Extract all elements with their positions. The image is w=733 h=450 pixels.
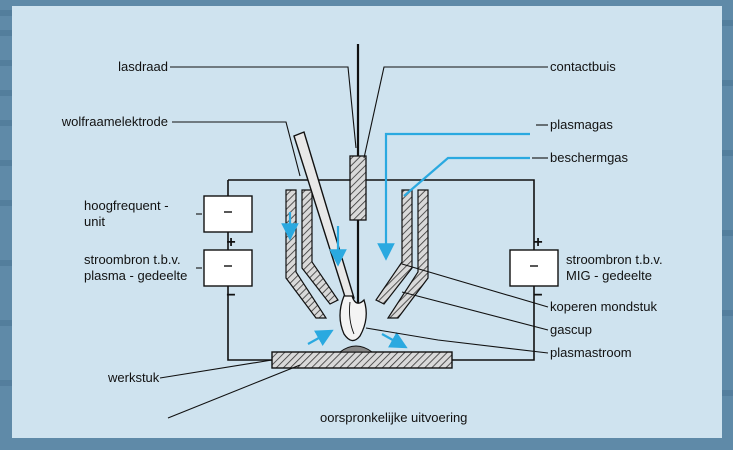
contactbuis [349, 155, 367, 221]
gas-flow-arrows [281, 132, 530, 349]
koperen-mondstuk-right [375, 189, 413, 305]
label-hoogfrequent-line1: hoogfrequent - [84, 198, 169, 213]
plasma-plus-sign: + [226, 234, 235, 251]
gascup-left-wall [285, 189, 328, 319]
plasmastroom-arc [339, 295, 367, 342]
label-plasmastroom: plasmastroom [550, 345, 632, 360]
label-stroombron-plasma-line1: stroombron t.b.v. [84, 252, 181, 267]
mig-plus-sign: + [533, 234, 542, 251]
circuit-wires [227, 179, 535, 361]
label-stroombron-plasma-line2: plasma - gedeelte [84, 268, 187, 283]
hoogfrequent-unit-box [203, 195, 253, 233]
gas-arrow-out-left [307, 329, 334, 346]
plasmagas-arrow [377, 132, 530, 261]
label-hoogfrequent-line2: unit [84, 214, 105, 229]
beschermgas-arrow [403, 156, 530, 197]
stroombron-mig-box [509, 249, 559, 287]
label-stroombron-mig-line2: MIG - gedeelte [566, 268, 652, 283]
gas-arrow-out-right [381, 332, 408, 349]
label-werkstuk: werkstuk [107, 370, 160, 385]
mig-minus-sign: − [533, 287, 542, 304]
label-koperen-mondstuk: koperen mondstuk [550, 299, 657, 314]
leader-lines [167, 66, 549, 419]
leader-werkstuk [159, 359, 273, 379]
stroombron-plasma-box [203, 249, 253, 287]
label-gascup: gascup [550, 322, 592, 337]
caption: oorspronkelijke uitvoering [320, 410, 467, 425]
weld-pool [338, 345, 374, 353]
gascup-right-wall [386, 189, 429, 319]
label-plasmagas: plasmagas [550, 117, 613, 132]
arc-detail [349, 301, 355, 335]
label-stroombron-mig-line1: stroombron t.b.v. [566, 252, 663, 267]
label-wolfraamelektrode: wolfraamelektrode [61, 114, 168, 129]
label-beschermgas: beschermgas [550, 150, 629, 165]
label-lasdraad: lasdraad [118, 59, 168, 74]
plasma-minus-sign: − [226, 287, 235, 304]
label-contactbuis: contactbuis [550, 59, 616, 74]
